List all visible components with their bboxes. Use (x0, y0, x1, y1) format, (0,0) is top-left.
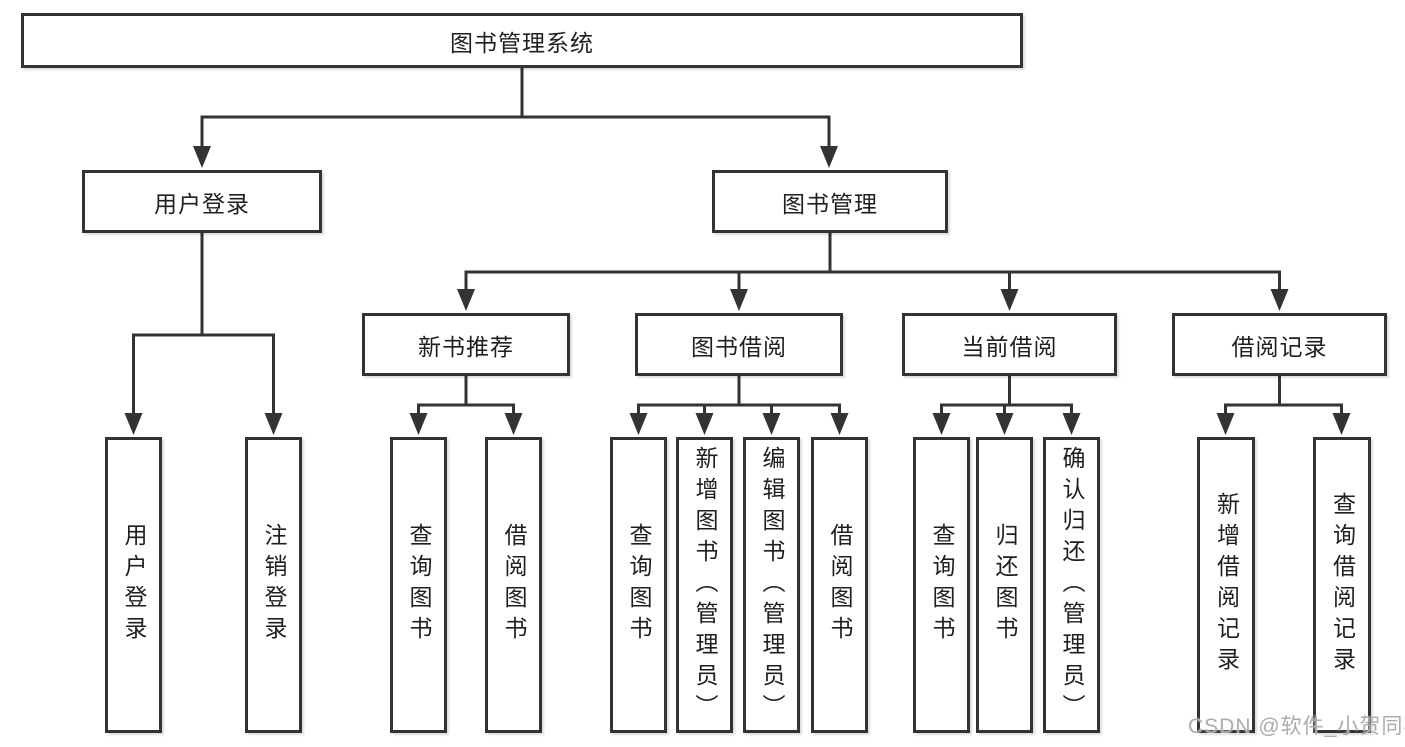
node-user-login: 用户登录 (82, 170, 322, 233)
node-book-management-label: 图书管理 (782, 190, 878, 217)
leaf-user-login-label: 用户登录 (121, 523, 147, 647)
leaf-logout: 注销登录 (245, 437, 302, 733)
leaf-query-borrow-record-label: 查询借阅记录 (1329, 492, 1356, 678)
leaf-user-login: 用户登录 (105, 437, 162, 733)
node-new-book-recommend-label: 新书推荐 (418, 333, 514, 360)
leaf-confirm-return-admin-label: 确认归还（管理员） (1059, 445, 1085, 725)
leaf-confirm-return-admin: 确认归还（管理员） (1043, 437, 1100, 733)
leaf-return-books: 归还图书 (976, 437, 1033, 733)
leaf-add-borrow-record: 新增借阅记录 (1197, 437, 1255, 733)
leaf-borrow-books-recommend: 借阅图书 (485, 437, 542, 733)
leaf-query-books-current-label: 查询图书 (929, 523, 955, 647)
leaf-query-borrow-record: 查询借阅记录 (1313, 437, 1371, 733)
node-new-book-recommend: 新书推荐 (362, 313, 570, 376)
leaf-logout-label: 注销登录 (261, 523, 287, 647)
node-book-management: 图书管理 (712, 170, 948, 233)
node-book-borrowing-label: 图书借阅 (691, 333, 787, 360)
leaf-query-books-borrowing: 查询图书 (610, 437, 667, 733)
node-borrowing-records: 借阅记录 (1172, 313, 1387, 376)
leaf-query-books-recommend-label: 查询图书 (406, 523, 432, 647)
leaf-edit-book-admin: 编辑图书（管理员） (743, 437, 800, 733)
leaf-add-book-admin-label: 新增图书（管理员） (692, 445, 718, 725)
leaf-query-books-recommend: 查询图书 (390, 437, 447, 733)
leaf-borrow-books: 借阅图书 (811, 437, 868, 733)
leaf-borrow-books-recommend-label: 借阅图书 (501, 523, 527, 647)
node-current-borrowing: 当前借阅 (902, 313, 1117, 376)
node-book-borrowing: 图书借阅 (635, 313, 843, 376)
leaf-return-books-label: 归还图书 (992, 523, 1018, 647)
csdn-watermark: CSDN @软件_小贺同学 (1188, 715, 1405, 738)
node-current-borrowing-label: 当前借阅 (961, 333, 1058, 360)
leaf-add-book-admin: 新增图书（管理员） (676, 437, 733, 733)
leaf-query-books-borrowing-label: 查询图书 (626, 523, 652, 647)
leaf-borrow-books-label: 借阅图书 (827, 523, 853, 647)
leaf-add-borrow-record-label: 新增借阅记录 (1213, 492, 1240, 678)
node-user-login-label: 用户登录 (154, 190, 250, 217)
leaf-query-books-current: 查询图书 (913, 437, 970, 733)
node-library-system: 图书管理系统 (21, 13, 1023, 68)
node-library-system-label: 图书管理系统 (450, 29, 594, 56)
leaf-edit-book-admin-label: 编辑图书（管理员） (759, 445, 785, 725)
node-borrowing-records-label: 借阅记录 (1231, 333, 1328, 360)
